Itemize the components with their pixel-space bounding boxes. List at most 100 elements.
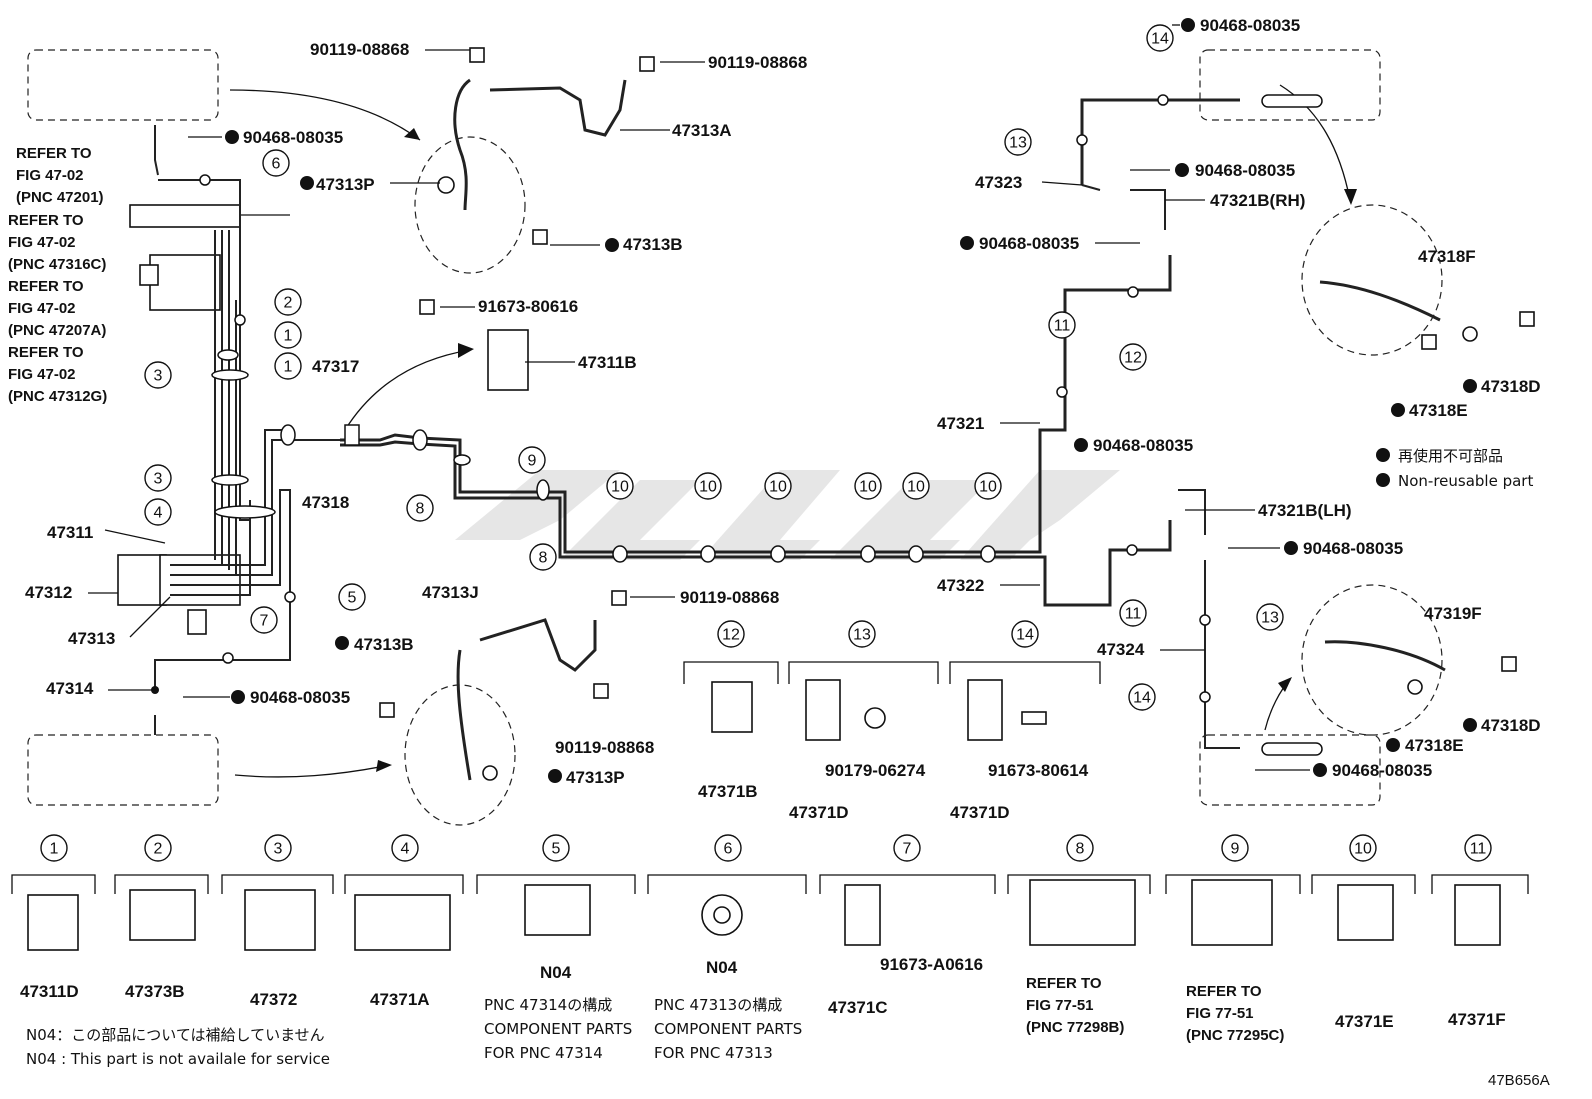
label-47321: 47321 [937, 414, 984, 433]
callout-11: 11 [1048, 311, 1076, 339]
callout-8: 8 [529, 543, 557, 571]
label-47313A: 47313A [672, 121, 732, 140]
svg-text:5: 5 [552, 841, 561, 858]
detail-ellipse-front-left [414, 136, 526, 274]
label-47313B-top: 47313B [623, 235, 683, 254]
callout-11: 11 [1119, 599, 1147, 627]
svg-text:14: 14 [1016, 627, 1034, 644]
bottom-note-6-1: PNC 47313の構成 [654, 996, 782, 1014]
bottom-part-10: 47371E [1335, 1012, 1394, 1031]
svg-text:6: 6 [724, 841, 733, 858]
svg-text:4: 4 [154, 505, 163, 522]
bottom-refer-9: REFER TO FIG 77-51 (PNC 77295C) [1186, 983, 1284, 1044]
refer-note-2: REFER TO FIG 47-02 (PNC 47316C) [8, 212, 106, 273]
svg-text:FIG 77-51: FIG 77-51 [1026, 997, 1094, 1014]
bottom-note-6-2: COMPONENT PARTS [654, 1020, 802, 1038]
callout-14: 14 [1128, 683, 1156, 711]
label-90179-06274: 90179-06274 [825, 761, 926, 780]
refer-note-1: REFER TO FIG 47-02 (PNC 47201) [16, 145, 104, 206]
label-47323: 47323 [975, 173, 1022, 192]
bottom-note-5-1: PNC 47314の構成 [484, 996, 612, 1014]
svg-text:12: 12 [722, 627, 740, 644]
bottom-part-4: 47371A [370, 990, 430, 1009]
label-47313: 47313 [68, 629, 115, 648]
label-47324: 47324 [1097, 640, 1145, 659]
label-90468-r3: 90468-08035 [979, 234, 1079, 253]
watermark-logo [455, 470, 1120, 560]
label-90119-a: 90119-08868 [310, 40, 409, 59]
bottom-part-7: 47371C [828, 998, 888, 1017]
svg-text:6: 6 [272, 156, 281, 173]
svg-text:2: 2 [284, 295, 293, 312]
left-pipe-bundle [151, 125, 340, 735]
svg-text:FIG 47-02: FIG 47-02 [8, 234, 76, 251]
bottom-part-3: 47372 [250, 990, 297, 1009]
bottom-part-5: N04 [540, 963, 572, 982]
svg-text:14: 14 [1133, 690, 1151, 707]
rear-left-body-box [27, 734, 219, 806]
legend-non-reusable-en: Non-reusable part [1398, 472, 1533, 490]
svg-text:1: 1 [284, 328, 293, 345]
svg-text:11: 11 [1125, 606, 1142, 623]
front-right-body-box [1199, 49, 1381, 121]
label-47314: 47314 [46, 679, 94, 698]
callout-4: 4 [144, 498, 172, 526]
footnote-en: N04 : This part is not availale for serv… [26, 1050, 330, 1068]
flex-hoses [453, 78, 1446, 781]
label-90468-r4: 90468-08035 [1303, 539, 1403, 558]
callout-9: 9 [518, 446, 546, 474]
svg-text:(PNC 47201): (PNC 47201) [16, 189, 104, 206]
svg-text:(PNC 77295C): (PNC 77295C) [1186, 1027, 1284, 1044]
label-91673-80614: 91673-80614 [988, 761, 1089, 780]
label-47318: 47318 [302, 493, 349, 512]
svg-text:10: 10 [769, 479, 787, 496]
callout-12: 12 [1119, 343, 1147, 371]
svg-text:3: 3 [154, 471, 163, 488]
label-47322: 47322 [937, 576, 984, 595]
rear-right-body-box [1199, 734, 1381, 806]
label-90119-b: 90119-08868 [708, 53, 807, 72]
callout-11: 11 [1464, 834, 1492, 862]
label-47321B-LH: 47321B(LH) [1258, 501, 1352, 520]
callout-13: 13 [1256, 603, 1284, 631]
svg-text:(PNC 77298B): (PNC 77298B) [1026, 1019, 1124, 1036]
svg-text:10: 10 [979, 479, 997, 496]
svg-text:1: 1 [284, 359, 293, 376]
callout-10: 10 [902, 472, 930, 500]
bottom-part-2: 47373B [125, 982, 185, 1001]
svg-text:8: 8 [416, 501, 425, 518]
label-47313P-top: 47313P [316, 175, 375, 194]
front-body-box [27, 49, 219, 121]
svg-text:10: 10 [859, 479, 877, 496]
legend-non-reusable-ja: 再使用不可部品 [1398, 447, 1503, 465]
label-47313B-bot: 47313B [354, 635, 414, 654]
svg-text:3: 3 [154, 368, 163, 385]
label-90468-tl: 90468-08035 [243, 128, 343, 147]
callout-7: 7 [893, 834, 921, 862]
svg-text:9: 9 [528, 453, 537, 470]
bottom-note-5-2: COMPONENT PARTS [484, 1020, 632, 1038]
svg-text:REFER TO: REFER TO [1186, 983, 1262, 1000]
right-rear-lines [1178, 489, 1323, 756]
svg-text:13: 13 [1261, 610, 1279, 627]
bottom-part-11: 47371F [1448, 1010, 1506, 1029]
detail-ellipse-front-right [1301, 204, 1443, 356]
callout-10: 10 [1349, 834, 1377, 862]
bottom-brackets [11, 661, 1529, 894]
label-47318D-b: 47318D [1481, 716, 1541, 735]
callout-10: 10 [606, 472, 634, 500]
callout-6: 6 [262, 149, 290, 177]
svg-text:5: 5 [348, 590, 357, 607]
svg-text:(PNC 47312G): (PNC 47312G) [8, 388, 107, 405]
callout-1: 1 [274, 352, 302, 380]
label-47313J: 47313J [422, 583, 479, 602]
callout-8: 8 [406, 494, 434, 522]
label-47311B: 47311B [578, 353, 637, 372]
arrows [229, 84, 1357, 778]
svg-text:REFER TO: REFER TO [16, 145, 92, 162]
callout-5: 5 [338, 583, 366, 611]
svg-text:1: 1 [50, 841, 59, 858]
callout-7: 7 [250, 606, 278, 634]
bottom-sub-7: 91673-A0616 [880, 955, 983, 974]
